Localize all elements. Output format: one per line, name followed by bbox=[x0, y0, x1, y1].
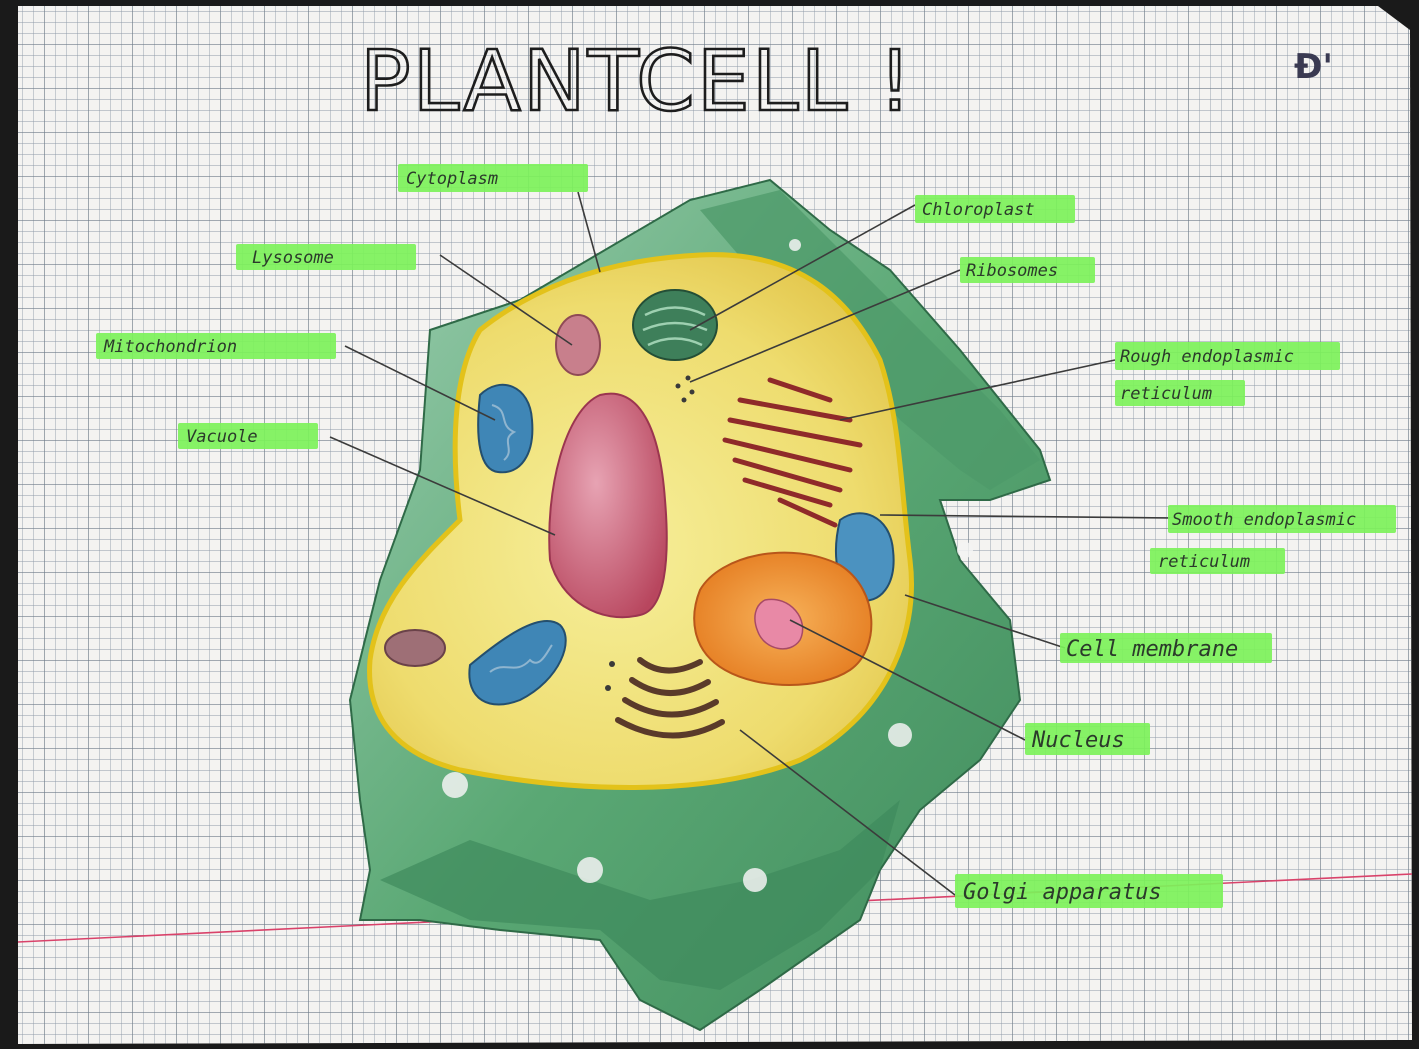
svg-text:Ribosomes: Ribosomes bbox=[966, 261, 1058, 281]
svg-text:Smooth endoplasmic: Smooth endoplasmic bbox=[1172, 510, 1356, 530]
label-nucleus: Nucleus bbox=[1025, 723, 1150, 755]
svg-text:Cytoplasm: Cytoplasm bbox=[406, 169, 498, 189]
label-cell-membrane: Cell membrane bbox=[1060, 633, 1272, 663]
label-lysosome: Lysosome bbox=[236, 244, 416, 270]
svg-text:reticulum: reticulum bbox=[1158, 552, 1250, 572]
label-ribosomes: Ribosomes bbox=[960, 257, 1095, 283]
lysosome bbox=[556, 315, 600, 375]
label-golgi: Golgi apparatus bbox=[955, 874, 1223, 908]
page-title: PLANTCELL ! bbox=[360, 32, 914, 130]
svg-text:Nucleus: Nucleus bbox=[1031, 728, 1125, 753]
svg-text:Rough endoplasmic: Rough endoplasmic bbox=[1120, 347, 1294, 367]
chloroplast bbox=[633, 290, 717, 360]
label-cytoplasm: Cytoplasm bbox=[398, 164, 588, 192]
nucleus bbox=[694, 553, 871, 685]
svg-text:Cell membrane: Cell membrane bbox=[1066, 637, 1238, 662]
svg-text:reticulum: reticulum bbox=[1120, 384, 1212, 404]
label-chloroplast: Chloroplast bbox=[915, 195, 1075, 223]
label-mitochondrion: Mitochondrion bbox=[96, 333, 336, 359]
svg-text:Chloroplast: Chloroplast bbox=[922, 200, 1035, 220]
svg-text:Golgi apparatus: Golgi apparatus bbox=[963, 880, 1162, 905]
mitochondrion-upper bbox=[478, 385, 532, 472]
corner-logo: Ð' bbox=[1294, 47, 1333, 87]
label-vacuole: Vacuole bbox=[178, 423, 318, 449]
small-organelle bbox=[385, 630, 445, 666]
svg-text:Mitochondrion: Mitochondrion bbox=[103, 337, 237, 357]
svg-text:Vacuole: Vacuole bbox=[186, 427, 258, 447]
svg-text:Lysosome: Lysosome bbox=[252, 248, 334, 268]
